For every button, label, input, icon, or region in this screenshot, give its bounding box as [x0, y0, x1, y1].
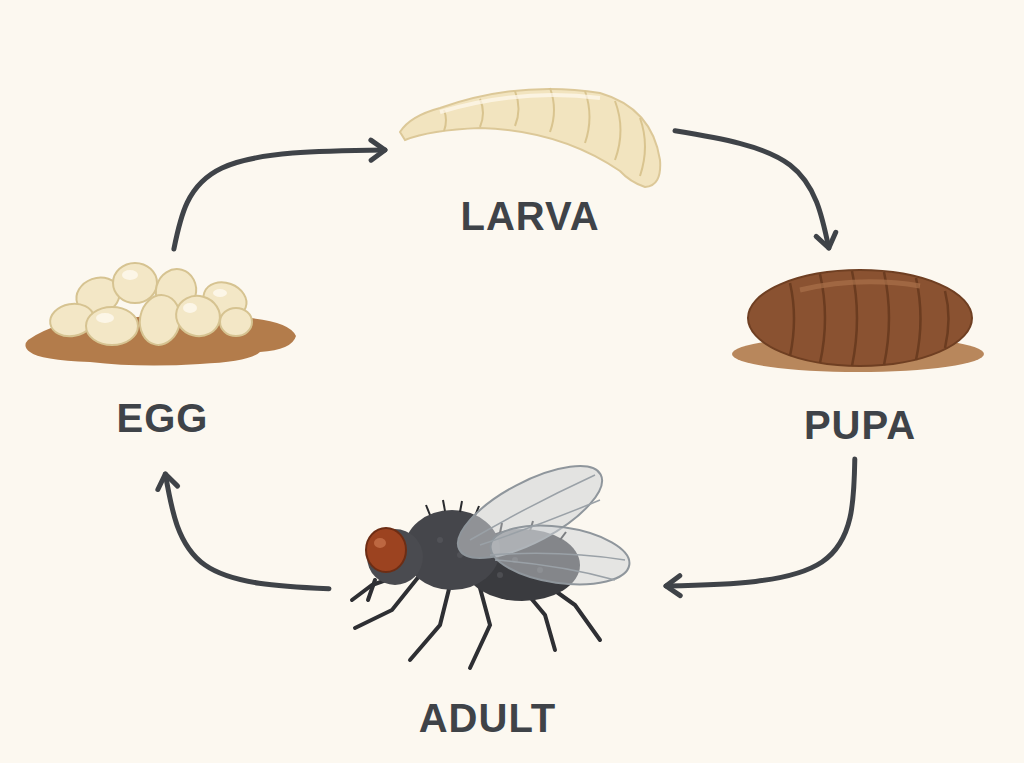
cycle-arrow [174, 150, 385, 249]
cycle-arrow [666, 459, 855, 586]
stage-node: LARVA [395, 78, 665, 238]
stage-node: ADULT [345, 465, 630, 740]
cycle-arrow [675, 131, 829, 248]
stage-node: PUPA [730, 262, 990, 447]
stage-label: LARVA [460, 194, 599, 238]
pupa-illustration [732, 270, 984, 372]
cycle-arrow [165, 474, 329, 589]
larva-illustration [400, 88, 660, 187]
stage-label: EGG [117, 396, 209, 440]
stage-label: PUPA [804, 403, 916, 447]
stage-label: ADULT [419, 696, 557, 740]
fly-illustration [352, 448, 633, 668]
egg-illustration [25, 263, 296, 366]
stage-node: EGG [20, 255, 305, 440]
